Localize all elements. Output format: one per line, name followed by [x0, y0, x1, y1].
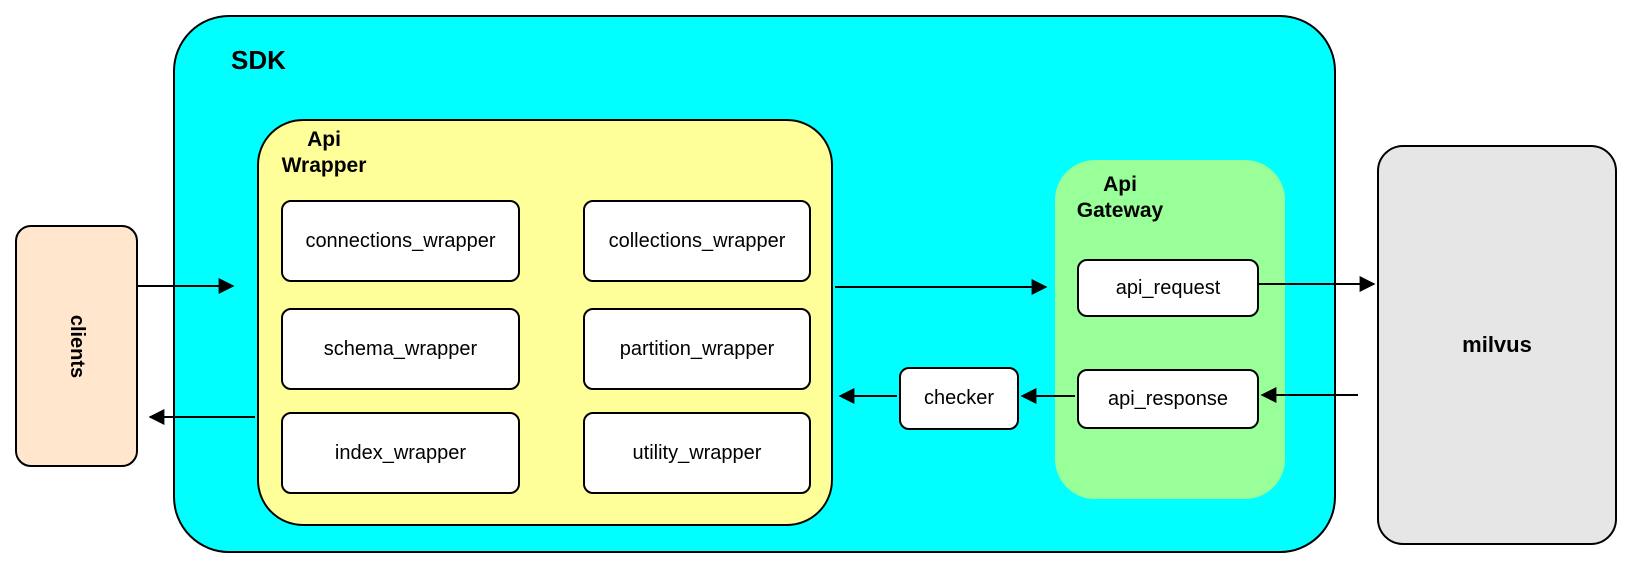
sdk-label: SDK: [231, 45, 286, 75]
api-request-node: api_request: [1077, 259, 1259, 317]
api-response-node: api_response: [1077, 369, 1259, 429]
collections-wrapper-node: collections_wrapper: [583, 200, 811, 282]
clients-label: clients: [65, 314, 88, 378]
api-gateway-title-line2: Gateway: [1076, 199, 1164, 223]
partition-wrapper-node: partition_wrapper: [583, 308, 811, 390]
schema-wrapper-node: schema_wrapper: [281, 308, 520, 390]
api-wrapper-title-line2: Wrapper: [281, 154, 367, 178]
clients-node: clients: [15, 225, 138, 467]
api-wrapper-title: Api Wrapper: [263, 127, 385, 180]
api-gateway-title: Api Gateway: [1055, 172, 1185, 225]
milvus-node: milvus: [1377, 145, 1617, 545]
utility-wrapper-node: utility_wrapper: [583, 412, 811, 494]
sdk-container: SDK Api Wrapper connections_wrapper coll…: [173, 15, 1336, 553]
api-gateway-title-line1: Api: [1103, 173, 1137, 196]
index-wrapper-node: index_wrapper: [281, 412, 520, 494]
api-gateway-container: Api Gateway api_request api_response: [1055, 160, 1285, 499]
milvus-label: milvus: [1462, 332, 1532, 357]
api-wrapper-container: Api Wrapper connections_wrapper collecti…: [257, 119, 833, 526]
api-wrapper-title-line1: Api: [307, 128, 341, 151]
checker-node: checker: [899, 367, 1019, 430]
connections-wrapper-node: connections_wrapper: [281, 200, 520, 282]
